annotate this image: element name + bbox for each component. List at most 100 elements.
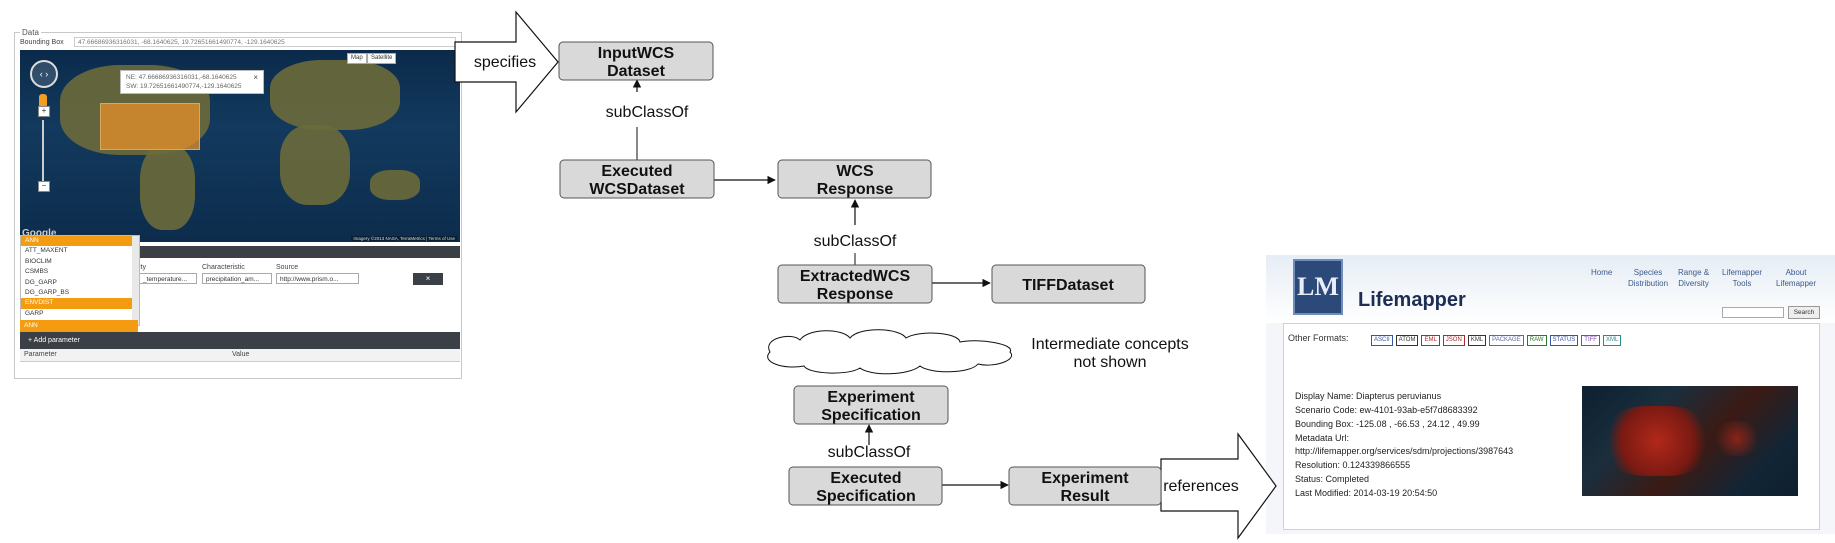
algorithm-select[interactable]: ANN	[20, 320, 138, 332]
format-link-ascii[interactable]: ASCII	[1371, 335, 1393, 346]
nav-label-line: Lifemapper	[1776, 279, 1817, 288]
source-select[interactable]: http://www.prism.o...	[276, 273, 359, 284]
format-link-kml[interactable]: KML	[1467, 335, 1487, 346]
cloud-note-line2: not shown	[1074, 354, 1147, 371]
format-link-package[interactable]: PACKAGE	[1489, 335, 1524, 346]
metadata-url-link[interactable]: http://lifemapper.org/services/sdm/proje…	[1295, 446, 1514, 456]
source-column-header: Source	[276, 264, 299, 271]
remove-layer-button[interactable]: ×	[413, 273, 443, 285]
format-link-atom[interactable]: ATOM	[1395, 335, 1419, 346]
algorithm-option[interactable]: BIOCLIM	[25, 257, 52, 265]
algorithm-option[interactable]: DG_GARP	[25, 278, 57, 286]
node-label: Executed	[601, 163, 672, 180]
node-label: Dataset	[607, 63, 665, 80]
format-link-eml[interactable]: EML	[1421, 335, 1440, 346]
algorithm-dropdown-list[interactable]: ANN ATT_MAXENT BIOCLIM CSMBS DG_GARP DG_…	[20, 235, 140, 326]
search-input[interactable]	[1722, 307, 1784, 318]
satellite-button[interactable]: Satellite	[367, 53, 397, 64]
nav-lifemapper-tools[interactable]: Lifemapper Tools	[1722, 267, 1762, 289]
node-label: WCS	[836, 163, 874, 180]
specifies-block-arrow	[454, 10, 559, 114]
nav-species-distribution[interactable]: Species Distribution	[1628, 267, 1668, 289]
node-box	[788, 466, 943, 506]
node-box	[558, 41, 714, 81]
lifemapper-page: LM Lifemapper Home Species Distribution …	[1266, 255, 1835, 534]
format-link-status[interactable]: STATUS	[1549, 335, 1579, 346]
node-box	[777, 159, 932, 199]
projection-map-image[interactable]	[1582, 386, 1798, 496]
bounding-box-selection[interactable]	[100, 103, 200, 150]
node-executed-specification[interactable]: Executed Specification	[788, 466, 943, 506]
node-label: TIFFDataset	[1022, 277, 1114, 294]
land-australia	[370, 170, 420, 200]
format-link-xml[interactable]: XML	[1602, 335, 1622, 346]
node-label: ExtractedWCS	[800, 268, 911, 285]
node-executed-wcsdataset[interactable]: Executed WCSDataset	[559, 159, 715, 199]
detail-scenario-code: Scenario Code: ew-4101-93ab-e5f7d8683392	[1295, 405, 1478, 415]
value-column-header: Value	[232, 351, 250, 358]
land-eurasia	[270, 60, 400, 130]
node-label: Response	[817, 181, 894, 198]
pan-control-icon[interactable]: ‹ ›	[30, 60, 58, 88]
land-south-america	[140, 145, 195, 230]
nav-label-line: About	[1785, 268, 1807, 277]
zoom-out-button[interactable]: −	[38, 181, 50, 192]
algorithm-option[interactable]: ENVDIST	[21, 298, 139, 309]
nav-about-lifemapper[interactable]: About Lifemapper	[1776, 267, 1816, 289]
node-tiff-dataset[interactable]: TIFFDataset	[991, 264, 1146, 304]
algorithm-option[interactable]: DG_GARP_BS	[25, 288, 70, 296]
search-button[interactable]: Search	[1788, 306, 1820, 319]
format-link-raw[interactable]: RAW	[1526, 335, 1547, 346]
popup-sw: SW: 19.72651661490774,-129.1640625	[126, 83, 242, 90]
wcs-data-panel: Data Bounding Box 47.66686936316031, -68…	[14, 28, 462, 380]
format-link-json[interactable]: JSON	[1442, 335, 1465, 346]
dropdown-scrollbar[interactable]	[132, 236, 139, 325]
lifemapper-brand[interactable]: Lifemapper	[1358, 289, 1466, 311]
node-label: WCSDataset	[589, 181, 685, 198]
node-box	[991, 264, 1146, 304]
map-view[interactable]: Map Satellite ‹ › + − NE: 47.66686936316…	[20, 50, 460, 242]
pegman-icon[interactable]	[39, 94, 47, 108]
node-label: Result	[1061, 488, 1111, 505]
node-experiment-specification[interactable]: Experiment Specification	[793, 385, 949, 425]
format-link-tiff[interactable]: TIFF	[1581, 335, 1600, 346]
node-extracted-wcs-response[interactable]: ExtractedWCS Response	[777, 264, 933, 304]
map-button[interactable]: Map	[347, 53, 367, 64]
nav-label-line: Lifemapper	[1722, 268, 1763, 277]
cloud-note-line1: Intermediate concepts	[1031, 336, 1188, 353]
add-parameter-button[interactable]: + Add parameter	[20, 332, 460, 349]
node-label: Response	[817, 286, 894, 303]
detail-metadata-url-label: Metadata Url:	[1295, 433, 1350, 443]
node-label: Experiment	[1041, 470, 1129, 487]
nav-range-diversity[interactable]: Range & Diversity	[1678, 267, 1709, 289]
subclassof-label: subClassOf	[606, 104, 689, 121]
characteristic-column-header: Characteristic	[202, 264, 245, 271]
distribution-points	[1712, 421, 1762, 456]
node-label: Experiment	[827, 389, 915, 406]
node-wcs-response[interactable]: WCS Response	[777, 159, 932, 199]
parameter-column-header: Parameter	[24, 351, 57, 358]
node-experiment-result[interactable]: Experiment Result	[1008, 466, 1162, 506]
distribution-points	[1602, 406, 1712, 476]
detail-resolution: Resolution: 0.124339866555	[1295, 460, 1411, 470]
nav-home-label: Home	[1591, 268, 1613, 277]
nav-label-line: Distribution	[1628, 279, 1669, 288]
algorithm-option[interactable]: ATT_MAXENT	[25, 247, 68, 255]
zoom-in-button[interactable]: +	[38, 106, 50, 117]
node-input-wcs-dataset[interactable]: InputWCS Dataset	[558, 41, 714, 81]
zoom-slider[interactable]	[42, 120, 44, 190]
detail-last-modified: Last Modified: 2014-03-19 20:54:50	[1295, 488, 1438, 498]
detail-status: Status: Completed	[1295, 474, 1370, 484]
algorithm-option[interactable]: CSMBS	[25, 268, 49, 276]
panel-frame	[14, 32, 462, 379]
close-icon[interactable]: ×	[253, 73, 258, 82]
algorithm-option[interactable]: GARP	[25, 309, 44, 317]
characteristic-select[interactable]: precipitation_am...	[202, 273, 272, 284]
node-box	[793, 385, 949, 425]
lifemapper-logo[interactable]: LM	[1293, 259, 1343, 315]
algorithm-option[interactable]: ANN	[21, 236, 139, 247]
nav-label-line: Tools	[1732, 279, 1752, 288]
nav-home[interactable]: Home	[1591, 267, 1612, 278]
panel-legend: Data	[20, 28, 41, 37]
